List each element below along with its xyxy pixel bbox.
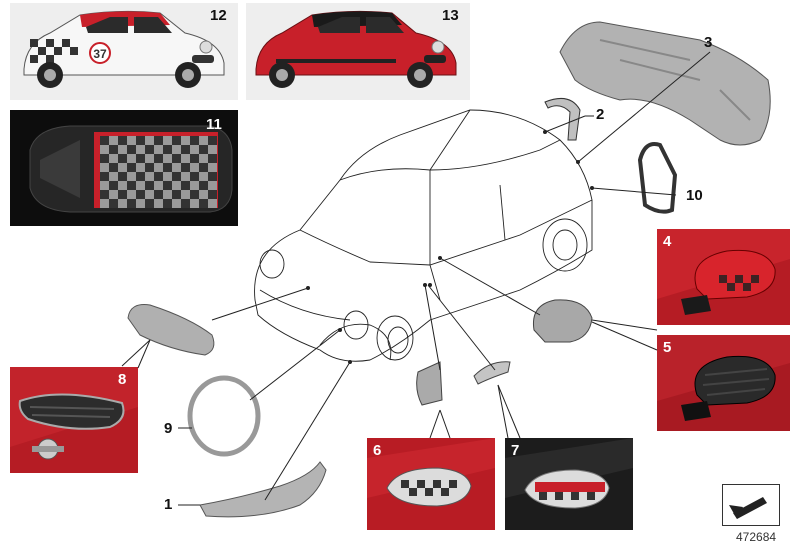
panel-number-7: 7: [511, 442, 520, 459]
panel-number-5: 5: [663, 339, 672, 356]
red-mirror-photo: [657, 229, 790, 325]
callout-10: 10: [686, 187, 703, 204]
rear-spoiler-part: [559, 21, 771, 146]
taillight-surround-part: [637, 142, 678, 214]
photo-panel-12: 37 12: [10, 3, 238, 100]
side-scuttle-part-7: [473, 361, 511, 385]
panel-number-12: 12: [210, 7, 227, 24]
hood-scoop-photo: [10, 367, 138, 473]
hood-scoop-trim-part: [127, 304, 215, 356]
photo-panel-13: 13: [246, 3, 470, 100]
leader-lines: [121, 51, 711, 506]
spoiler-trim-part: [544, 97, 581, 141]
red-car-photo: [246, 3, 470, 100]
photo-panel-5: 5: [657, 335, 790, 431]
panel-number-11: 11: [206, 116, 222, 133]
photo-panel-4: 4: [657, 229, 790, 325]
panel-number-13: 13: [442, 7, 459, 24]
photo-panel-11: 11: [10, 110, 238, 226]
callout-9: 9: [164, 420, 173, 437]
panel-number-4: 4: [663, 233, 672, 250]
white-car-photo: 37: [10, 3, 238, 100]
panel-number-8: 8: [118, 371, 127, 388]
car-outline: [254, 109, 593, 362]
callout-3: 3: [704, 34, 713, 51]
photo-panel-6: 6: [367, 438, 495, 530]
side-scuttle-part-6: [416, 361, 443, 406]
arrow-symbol-icon: [722, 484, 780, 526]
front-splitter-part: [199, 461, 327, 518]
roof-checker-pattern: [100, 136, 217, 208]
photo-panel-7: 7: [505, 438, 633, 530]
callout-2: 2: [596, 106, 605, 123]
callout-1: 1: [164, 496, 173, 513]
side-scuttle-black-photo: [505, 438, 633, 530]
carbon-mirror-photo: [657, 335, 790, 431]
checkered-roof-photo: [10, 110, 238, 226]
mirror-cap-part: [532, 299, 593, 343]
side-scuttle-red-photo: [367, 438, 495, 530]
headlight-ring-part: [187, 375, 261, 457]
panel-number-6: 6: [373, 442, 382, 459]
photo-panel-8: 8: [10, 367, 138, 473]
diagram-id: 472684: [736, 530, 777, 544]
race-number-badge: 37: [93, 47, 107, 61]
